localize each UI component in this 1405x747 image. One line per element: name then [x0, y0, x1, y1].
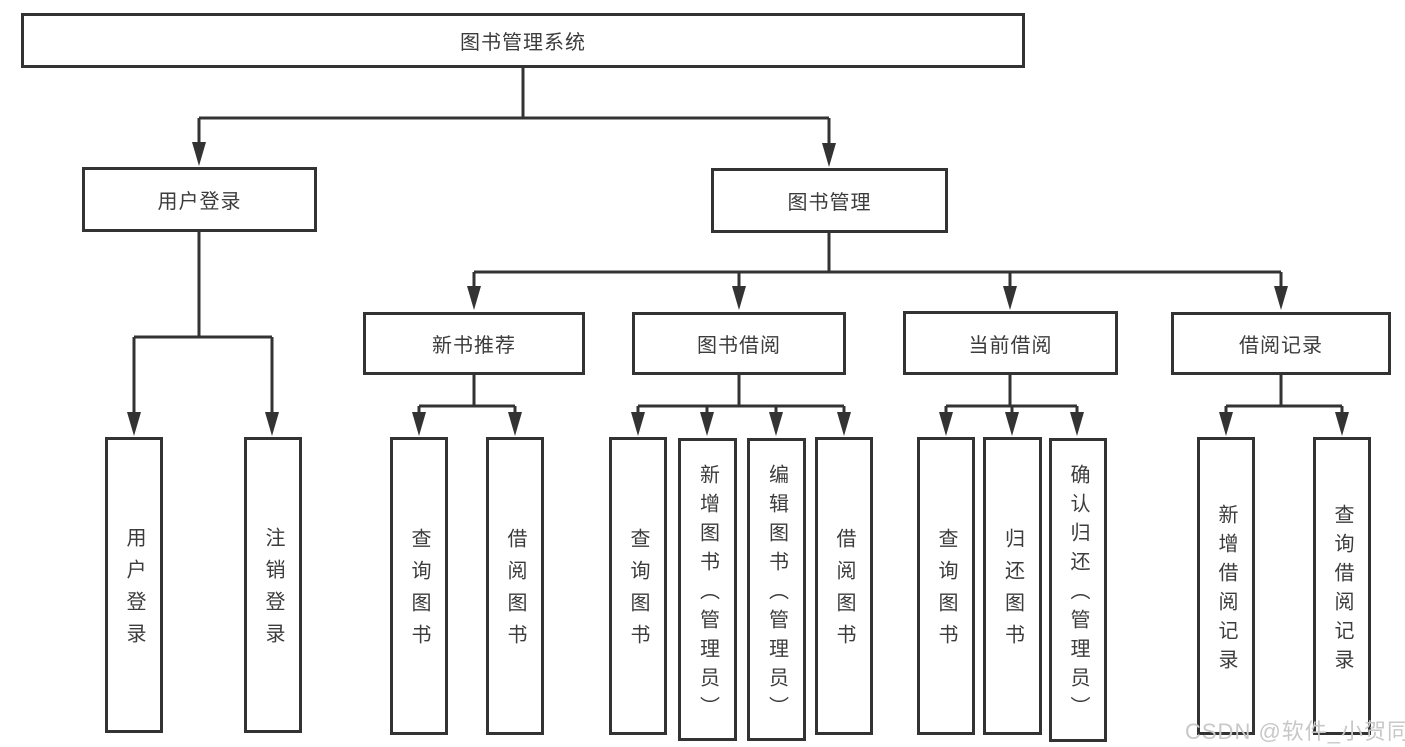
arrow-down-icon [769, 412, 783, 436]
arrow-down-icon [412, 412, 426, 436]
leaf-logout-label: 注销登录 [262, 527, 284, 655]
node-user-login-box: 用户登录 [82, 167, 317, 232]
leaf-cb-return-box: 归还图书 [983, 437, 1042, 735]
node-book-borrow-label: 图书借阅 [697, 335, 781, 357]
leaf-nb-borrow-box: 借阅图书 [486, 437, 544, 735]
arrow-down-icon [1005, 412, 1019, 436]
node-user-login-label: 用户登录 [157, 191, 242, 213]
leaf-bb-edit-box: 编辑图书（管理员） [747, 438, 806, 741]
arrow-down-icon [700, 412, 714, 436]
arrow-down-icon [1070, 412, 1084, 436]
arrow-down-icon [127, 412, 141, 436]
leaf-logout-box: 注销登录 [244, 437, 302, 733]
leaf-cb-confirm-box: 确认归还（管理员） [1049, 438, 1107, 742]
leaf-rec-add-box: 新增借阅记录 [1197, 437, 1255, 735]
node-root-label: 图书管理系统 [460, 32, 586, 54]
leaf-bb-query-box: 查询图书 [609, 437, 667, 735]
arrow-down-icon [732, 286, 746, 310]
leaf-nb-query-box: 查询图书 [390, 437, 448, 735]
arrow-down-icon [508, 412, 522, 436]
leaf-cb-query-box: 查询图书 [917, 437, 975, 735]
leaf-cb-confirm-label: 确认归还（管理员） [1067, 464, 1089, 725]
node-current-borrow-box: 当前借阅 [903, 311, 1118, 375]
arrow-down-icon [822, 143, 836, 167]
leaf-user-login-label: 用户登录 [123, 527, 145, 655]
arrow-down-icon [192, 142, 206, 166]
node-new-books-label: 新书推荐 [432, 335, 516, 357]
leaf-cb-query-label: 查询图书 [935, 528, 957, 656]
leaf-nb-borrow-label: 借阅图书 [504, 528, 526, 656]
node-book-mgmt-box: 图书管理 [711, 168, 948, 233]
connector-lines [132, 68, 1344, 414]
node-root-box: 图书管理系统 [21, 13, 1025, 68]
leaf-bb-add-box: 新增图书（管理员） [678, 438, 737, 741]
leaf-bb-add-label: 新增图书（管理员） [696, 463, 719, 725]
arrow-down-icon [467, 286, 481, 310]
leaf-bb-query-label: 查询图书 [627, 528, 649, 656]
arrow-down-icon [1003, 286, 1017, 310]
node-borrow-records-box: 借阅记录 [1171, 312, 1391, 375]
leaf-bb-edit-label: 编辑图书（管理员） [765, 463, 788, 725]
watermark: CSDN @软件_小贺同学 [1185, 719, 1405, 744]
arrow-down-icon [265, 412, 279, 436]
leaf-nb-query-label: 查询图书 [408, 528, 430, 656]
node-book-borrow-box: 图书借阅 [632, 312, 846, 375]
leaf-cb-return-label: 归还图书 [1001, 528, 1024, 656]
leaf-rec-add-label: 新增借阅记录 [1215, 503, 1237, 678]
leaf-bb-borrow-label: 借阅图书 [833, 528, 855, 656]
node-new-books-box: 新书推荐 [363, 312, 585, 375]
arrow-down-icon [1219, 412, 1233, 436]
arrow-down-icon [837, 412, 851, 436]
arrow-down-icon [1274, 286, 1288, 310]
arrow-down-icon [631, 412, 645, 436]
leaf-rec-query-label: 查询借阅记录 [1331, 503, 1353, 678]
leaf-user-login-box: 用户登录 [105, 437, 163, 733]
arrowhead-icons [127, 142, 1349, 436]
node-current-borrow-label: 当前借阅 [968, 334, 1053, 357]
arrow-down-icon [1335, 412, 1349, 436]
leaf-rec-query-box: 查询借阅记录 [1313, 437, 1371, 735]
node-borrow-records-label: 借阅记录 [1239, 335, 1323, 357]
leaf-bb-borrow-box: 借阅图书 [815, 437, 873, 735]
arrow-down-icon [939, 412, 953, 436]
node-book-mgmt-label: 图书管理 [787, 192, 872, 214]
